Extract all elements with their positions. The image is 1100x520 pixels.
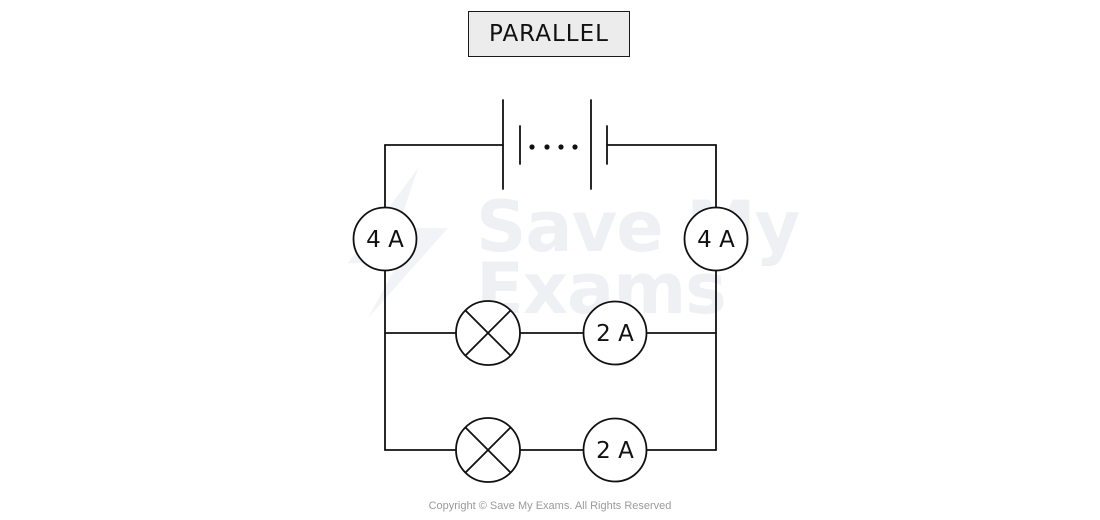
- ammeter-left: 4 A: [352, 206, 418, 272]
- ammeter-right-label: 4 A: [697, 227, 735, 253]
- ammeter-right: 4 A: [683, 206, 749, 272]
- copyright-notice: Copyright © Save My Exams. All Rights Re…: [428, 500, 672, 512]
- ammeter-branch-top: 2 A: [582, 300, 648, 366]
- battery-symbol-icon: [502, 99, 608, 190]
- ammeter-circle-icon: [352, 206, 418, 272]
- ammeter-circle-icon: [582, 417, 648, 483]
- diagram-title: PARALLEL: [468, 11, 630, 57]
- lamp-bottom-icon: [455, 417, 521, 483]
- ammeter-branch-bottom: 2 A: [582, 417, 648, 483]
- ammeter-branch-bottom-label: 2 A: [596, 438, 634, 464]
- lamp-top-icon: [455, 300, 521, 366]
- ammeter-branch-top-label: 2 A: [596, 321, 634, 347]
- ammeter-circle-icon: [582, 300, 648, 366]
- ammeter-left-label: 4 A: [366, 227, 404, 253]
- ammeter-circle-icon: [683, 206, 749, 272]
